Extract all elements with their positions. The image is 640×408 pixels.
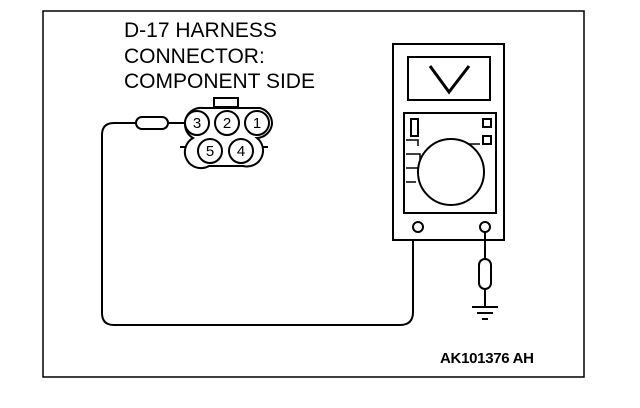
meter-v-symbol: [428, 65, 471, 95]
ground-lead: [478, 232, 492, 307]
meter-button-top: [482, 118, 492, 128]
diagram-frame: [42, 10, 585, 378]
meter-range-marks-left: [406, 139, 421, 183]
harness-connector: [180, 97, 274, 170]
connector-pin-1: [244, 110, 270, 136]
connector-pin-5: [197, 138, 223, 164]
ground-probe-handle: [478, 258, 492, 290]
connector-title-line-3: COMPONENT SIDE: [124, 70, 315, 93]
connector-title-line-1: D-17 HARNESS: [124, 19, 277, 42]
connector-lock-tab: [213, 97, 239, 108]
meter-power-switch: [410, 118, 419, 137]
ground-icon: [472, 306, 498, 320]
pin-label-5: 5: [206, 143, 214, 160]
meter-button-bottom: [482, 135, 492, 145]
probe-handle: [135, 116, 169, 130]
connector-pin-2: [214, 110, 240, 136]
probe-cable: [101, 122, 414, 326]
reference-code: AK101376 AH: [440, 350, 534, 367]
meter-terminal-v: [479, 221, 491, 233]
multimeter: [392, 43, 505, 241]
pin-label-3: 3: [193, 115, 201, 132]
connector-title-line-2: CONNECTOR:: [124, 45, 265, 68]
pin-label-1: 1: [253, 115, 261, 132]
connector-pin-4: [228, 138, 254, 164]
connector-pin-labels: 3 2 1 5 4: [193, 115, 261, 160]
probe-lead: [101, 116, 414, 326]
meter-rotary-dial: [417, 138, 485, 206]
pin-label-4: 4: [237, 143, 245, 160]
meter-terminal-com: [412, 221, 424, 233]
pin-label-2: 2: [223, 115, 231, 132]
